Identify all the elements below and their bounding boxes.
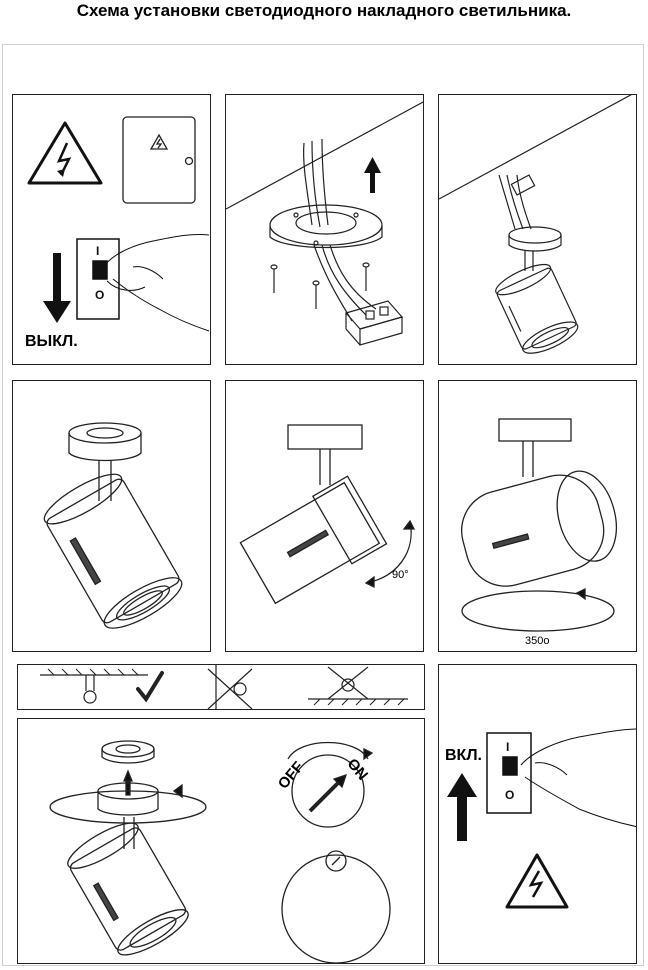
- ceiling-wires: [303, 138, 329, 228]
- wall-switch-icon: I O: [486, 728, 636, 828]
- ceiling-base: [287, 424, 363, 450]
- connect-fixture-drawing: [439, 95, 632, 354]
- wires-to-terminal: [313, 244, 377, 322]
- panel-fixture-view: [12, 380, 211, 652]
- fixture-top-view: [281, 854, 391, 963]
- spotlight-body: [67, 822, 189, 956]
- base-cover: [101, 740, 155, 764]
- tilt-angle-label: 90°: [392, 569, 409, 581]
- power-off-drawing: I O: [27, 116, 210, 332]
- rotation-arc: [365, 520, 412, 584]
- terminal-block: [344, 300, 404, 346]
- switch-dial: [291, 754, 365, 828]
- base-switch-drawing: [49, 740, 391, 963]
- arc-arrowhead: [575, 587, 586, 601]
- dial-arrow-icon: [308, 773, 348, 813]
- warning-icon: [505, 853, 569, 909]
- panel-power-on: I O ВКЛ.: [438, 664, 637, 964]
- diagram-frame: [2, 44, 644, 966]
- connector-block: [510, 174, 536, 196]
- ceiling-base: [498, 418, 572, 442]
- warning-icon: [27, 121, 103, 185]
- panel-connect-fixture: [438, 94, 637, 365]
- fixture-view-drawing: [43, 422, 183, 629]
- checkmark-icon: [136, 671, 164, 703]
- ceiling-line: [226, 101, 423, 210]
- rotate-angle-label: 350о: [525, 635, 550, 647]
- panel-power-off: I O ВЫКЛ.: [12, 94, 211, 365]
- page-title: Схема установки светодиодного накладного…: [76, 1, 572, 20]
- fixture-base: [97, 782, 159, 816]
- switch-off-mark: O: [95, 288, 104, 302]
- switch-on-mark: I: [96, 244, 99, 258]
- arc-arrowhead-up: [402, 519, 416, 530]
- panel-rotate-adjust: 350о: [438, 380, 637, 652]
- switch-off-mark: O: [505, 788, 514, 802]
- ceiling-base: [68, 422, 142, 462]
- mounting-ring: [269, 204, 383, 249]
- panel-tilt-adjust: 90°: [225, 380, 424, 652]
- panel-base-switch: OFF ON: [17, 718, 425, 964]
- mount-wiring-drawing: [226, 101, 423, 346]
- spotlight-body: [460, 470, 617, 587]
- up-arrow-icon: [447, 773, 477, 841]
- on-label: ВКЛ.: [445, 747, 482, 764]
- wall-switch-icon: I O: [76, 234, 210, 332]
- arc-arrowhead-left: [364, 575, 375, 589]
- ceiling-line: [439, 95, 632, 200]
- up-arrow-icon: [364, 157, 381, 193]
- cross-icon-wall: [207, 668, 253, 709]
- rotation-arc: [461, 590, 615, 632]
- tilt-adjust-drawing: [239, 424, 416, 605]
- up-arrow-icon: [123, 769, 133, 782]
- panel-mounting-surfaces: [17, 664, 425, 710]
- fuse-box-icon: [122, 116, 196, 204]
- spotlight-body: [239, 475, 388, 605]
- spotlight-body: [495, 263, 579, 354]
- panel-mount-wiring: [225, 94, 424, 365]
- fixture-wires: [498, 174, 532, 230]
- switch-on-mark: I: [506, 740, 509, 754]
- rotate-adjust-drawing: [460, 418, 617, 632]
- off-label: ВЫКЛ.: [25, 333, 78, 350]
- cross-icon-floor: [327, 666, 369, 700]
- spotlight-body: [43, 473, 183, 629]
- mount-ring: [508, 226, 562, 252]
- down-arrow-icon: [43, 253, 71, 323]
- screw-icons: [270, 262, 370, 309]
- switch-arc: [287, 741, 369, 760]
- power-on-drawing: I O: [447, 728, 636, 909]
- arc-arrowhead: [172, 783, 183, 799]
- mounting-surfaces-drawing: [40, 665, 408, 709]
